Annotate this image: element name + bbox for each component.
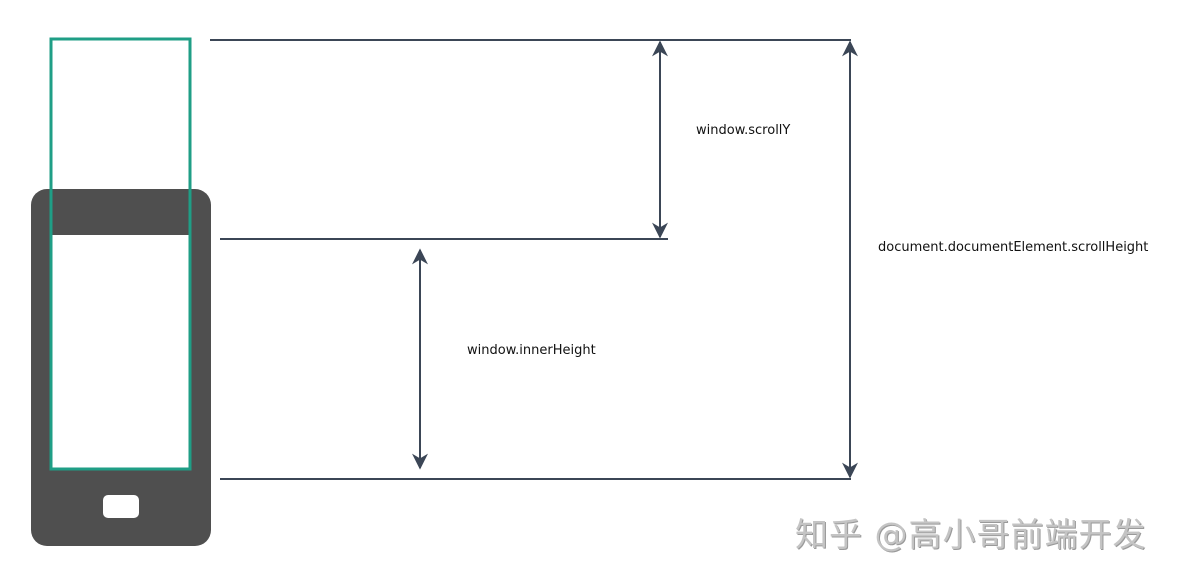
document-outline bbox=[49, 37, 192, 471]
home-button-icon bbox=[103, 495, 139, 518]
scrollheight-label: document.documentElement.scrollHeight bbox=[878, 240, 1149, 255]
scrolly-label: window.scrollY bbox=[696, 123, 791, 138]
phone-icon bbox=[31, 189, 211, 546]
watermark: 知乎 @高小哥前端开发 bbox=[795, 515, 1147, 554]
innerheight-label: window.innerHeight bbox=[467, 343, 596, 358]
